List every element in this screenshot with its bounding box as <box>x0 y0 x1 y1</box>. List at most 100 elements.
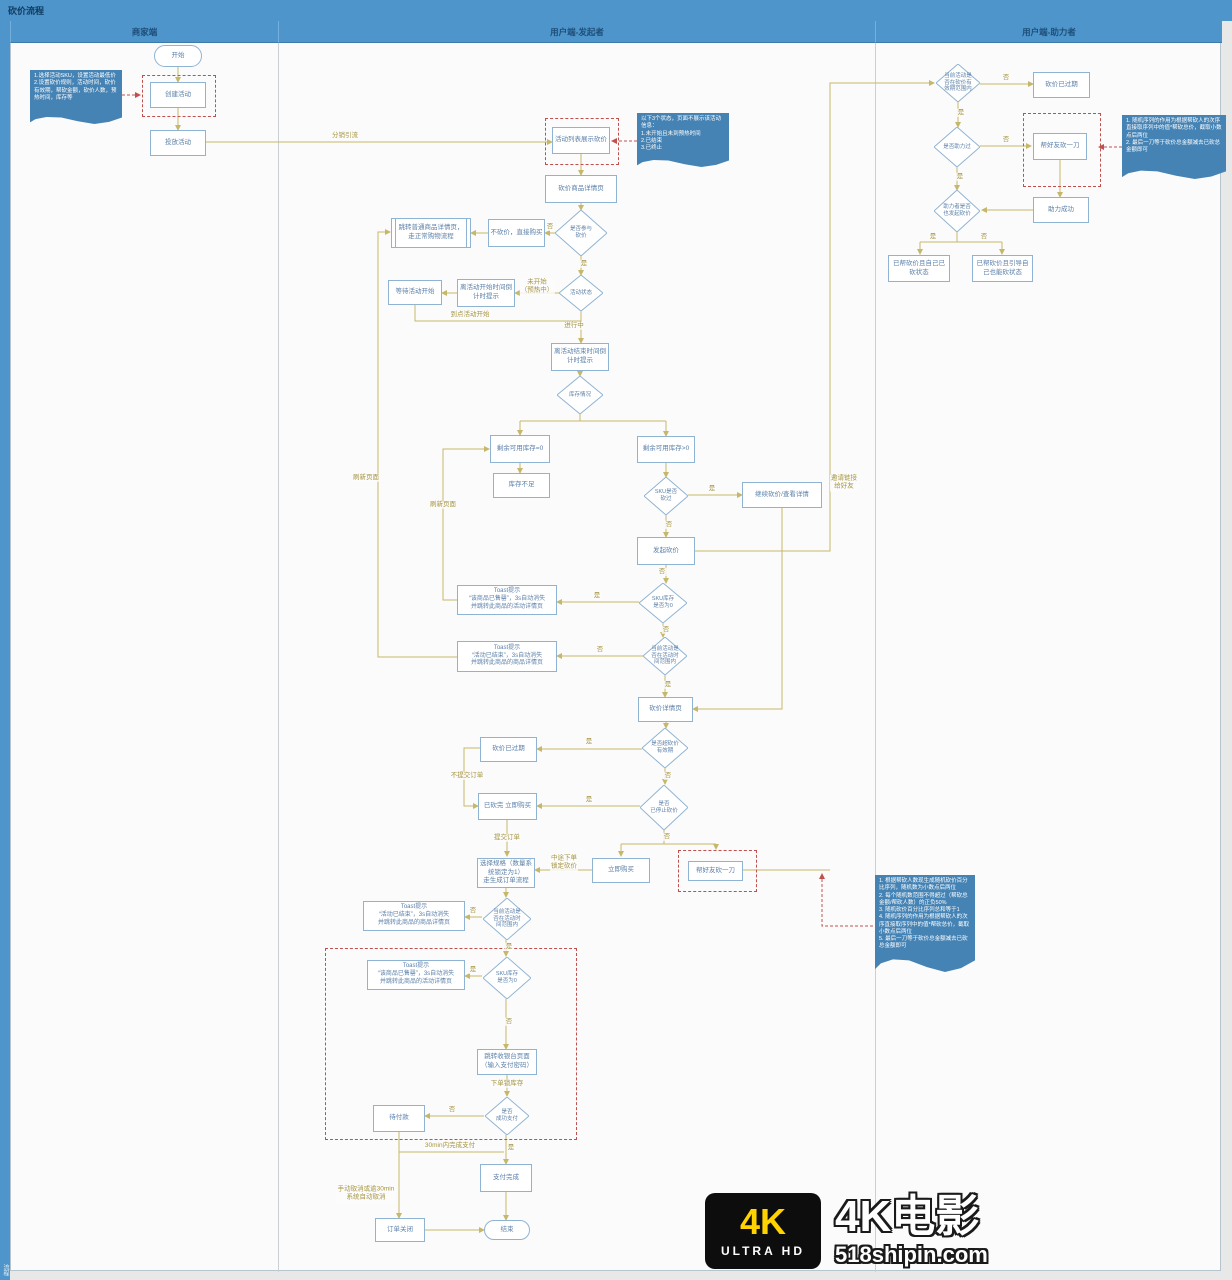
finished-buy-box: 已砍完 立即购买 <box>478 793 537 820</box>
initiate-bargain-box: 发起砍价 <box>637 537 695 565</box>
title-bar: 砍价流程 <box>0 0 1232 21</box>
helped-guide-cut-box: 已帮砍价且引导自 己也能砍状态 <box>972 255 1033 282</box>
watermark-text: 4K电影 518shipin.com <box>835 1191 988 1268</box>
4k-badge: 4K ULTRA HD <box>705 1193 821 1269</box>
4k-badge-text: 4K <box>739 1201 787 1242</box>
edge-label: 是 <box>579 259 589 269</box>
end-countdown-box: 离活动结束时间倒 计时提示 <box>551 343 609 371</box>
lane-header-2: 用户端-发起者 <box>278 21 875 43</box>
edge-label: 中途下单 锁定砍价 <box>550 854 578 872</box>
page-title: 砍价流程 <box>8 6 45 16</box>
edge-label: 是 <box>955 172 965 182</box>
edge-label: 下单锁库存 <box>489 1079 525 1089</box>
lane-divider <box>278 43 279 1272</box>
edge-label: 手动取消或逾30min 系统自动取消 <box>336 1185 396 1203</box>
toast-ended-box-2: Toast提示 “活动已结束”，3s自动消失 并跳转此商品的商品详情页 <box>363 901 465 931</box>
edge-label: 否 <box>664 520 674 530</box>
sku-stock-zero-decision: SKU库存 是否为0 <box>639 583 687 623</box>
sku-bargained-decision: SKU是否 砍过 <box>644 477 688 515</box>
toast-soldout-box: Toast提示 “该商品已售罄”，3s自动消失 并跳转此商品的活动详情页 <box>457 585 557 615</box>
note-random-sequence: 1. 随机序列的作用为根据帮砍人的次序直接取序列中的值*帮砍总价，截取小数点后两… <box>1122 115 1226 179</box>
edge-label: 是 <box>584 795 594 805</box>
edge-label: 否 <box>657 567 667 577</box>
publish-activity-box: 投放活动 <box>150 130 206 156</box>
start-terminator: 开始 <box>154 45 202 67</box>
in-activity-time-decision-2: 当前活动是 否在活动时 间范围内 <box>483 898 531 940</box>
edge-label: 分销引流 <box>331 131 359 141</box>
continue-bargain-box: 继续砍价/查看详情 <box>742 482 822 508</box>
edge-label: 提交订单 <box>493 833 521 843</box>
stock-positive-box: 剩余可用库存>0 <box>637 436 695 463</box>
note-hidden-states: 以下3个状态，页面不展示该活动信息： 1.未开始且未到预热时间 2.已结束 3.… <box>637 113 729 167</box>
bargain-product-detail-box: 砍价商品详情页 <box>545 175 617 203</box>
edge-label: 否 <box>661 625 671 635</box>
helped-before-decision: 是否助力过 <box>934 127 980 167</box>
edge-label: 否 <box>1001 73 1011 83</box>
highlight-group <box>1023 113 1101 187</box>
bargain-expired-box: 砍价已过期 <box>480 737 537 762</box>
lane-divider <box>875 43 876 1272</box>
help-friend-cut-box-2: 帮好友砍一刀 <box>1033 133 1087 160</box>
activity-status-decision: 活动状态 <box>559 275 603 311</box>
edge-label: 否 <box>545 222 555 232</box>
bargain-stopped-decision: 是否 已停止砍价 <box>640 785 688 830</box>
edge-label: 不提交订单 <box>449 771 485 781</box>
edge-label: 否 <box>979 232 989 242</box>
lane-header-3: 用户端-助力者 <box>875 21 1222 43</box>
edge-label: 未开始 （预热中） <box>519 278 555 296</box>
payment-done-box: 支付完成 <box>480 1164 532 1192</box>
toast-soldout-box-2: Toast提示 “该商品已售罄”，3s自动消失 并跳转此商品的活动详情页 <box>367 960 465 990</box>
note-activity-setup: 1.选择活动SKU，设置活动最低价 2.设置砍价规则，活动时间，砍价有效期，帮砍… <box>30 70 122 124</box>
edge-label: 否 <box>504 1017 514 1027</box>
sku-stock-zero-decision-2: SKU库存 是否为0 <box>483 957 531 999</box>
edge-label: 刷新页面 <box>429 500 457 510</box>
watermark-title: 4K电影 <box>835 1191 980 1241</box>
cashier-page-box: 跳转收银台页面 （输入支付密码） <box>477 1049 537 1075</box>
create-activity-box: 创建活动 <box>150 82 206 108</box>
buy-now-box: 立即购买 <box>592 858 650 883</box>
help-success-box: 助力成功 <box>1033 197 1089 223</box>
choose-spec-box: 选择规格（数量系 统锁定为1） 走生成订单流程 <box>477 858 535 888</box>
highlight-group <box>678 850 757 892</box>
watermark: 4K ULTRA HD 4K电影 518shipin.com <box>705 1193 988 1269</box>
start-countdown-box: 离活动开始时间倒 计时提示 <box>457 279 515 307</box>
pending-payment-box: 待付款 <box>373 1105 425 1132</box>
edge-label: 是 <box>584 737 594 747</box>
watermark-site: 518shipin.com <box>835 1242 988 1268</box>
edge-label: 否 <box>1001 135 1011 145</box>
edge-label: 否 <box>663 771 673 781</box>
end-terminator: 结束 <box>484 1220 530 1240</box>
side-strip-label: 流程 <box>2 1264 8 1276</box>
toast-ended-box: Toast提示 “活动已结束”，3s自动消失 并跳转此商品的商品详情页 <box>457 641 557 672</box>
edge-label: 到点活动开始 <box>449 310 491 320</box>
stock-status-decision: 库存情况 <box>557 376 603 414</box>
in-activity-time-decision: 当前活动是 否在活动时 间范围内 <box>643 637 687 675</box>
highlight-group <box>325 948 577 1140</box>
bargain-expired-box-2: 砍价已过期 <box>1033 72 1090 98</box>
pay-success-decision: 是否 成功支付 <box>485 1097 529 1135</box>
edge-label: 是 <box>504 942 514 952</box>
diagram-body <box>10 21 1221 1271</box>
highlight-group <box>545 118 619 165</box>
edge-label: 是 <box>468 965 478 975</box>
edge-label: 是 <box>592 591 602 601</box>
bargain-detail-box: 砍价详情页 <box>638 697 693 722</box>
edge-label: 邀请链接 给好友 <box>830 474 858 492</box>
helper-also-initiate-decision: 助力者是否 也发起砍价 <box>934 190 980 232</box>
edge-label: 否 <box>447 1105 457 1115</box>
normal-purchase-subprocess: 跳转普通商品详情页， 走正常购物流程 <box>391 218 471 248</box>
helped-self-cut-box: 已帮砍价且自己已 砍状态 <box>888 255 950 282</box>
edge-label: 30min内完成支付 <box>423 1141 477 1151</box>
note-random-rules: 1. 根据帮砍人数现生成随机砍价百分比序列，随机数为小数点后两位 2. 每个随机… <box>875 875 975 972</box>
wait-activity-box: 等待活动开始 <box>388 280 442 305</box>
edge-label: 否 <box>662 832 672 842</box>
in-validity-decision-helper: 当前活动是 否在砍价有 效期范围内 <box>936 64 980 102</box>
edge-label: 是 <box>707 484 717 494</box>
edge-label: 是 <box>506 1143 516 1153</box>
lane-header-1: 商家端 <box>10 21 278 43</box>
edge-label: 否 <box>595 645 605 655</box>
edge-label: 否 <box>468 906 478 916</box>
join-bargain-decision: 是否参与 砍价 <box>555 210 607 256</box>
stock-zero-box: 剩余可用库存=0 <box>490 435 550 463</box>
